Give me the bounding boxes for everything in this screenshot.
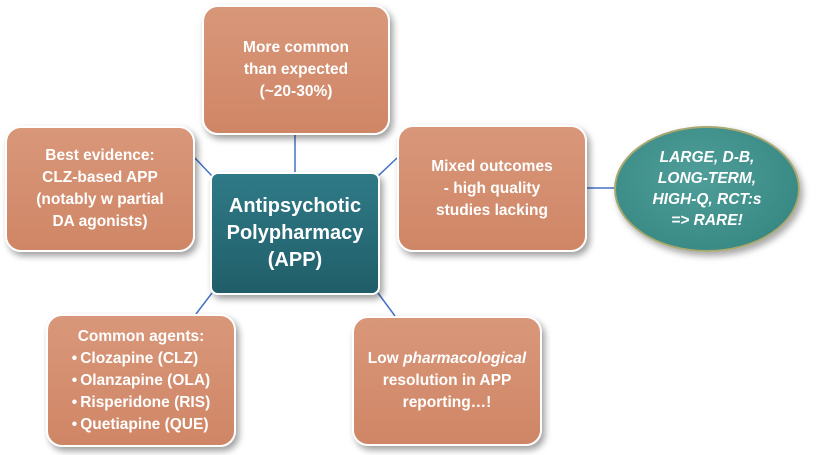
callout-line-2: LONG-TERM, [657,170,757,187]
node-more-common-line-3: (~20-30%) [259,83,333,100]
node-best-evidence: Best evidence: CLZ-based APP (notably w … [5,126,195,252]
agents-list: •Clozapine (CLZ) •Olanzapine (OLA) •Risp… [72,348,210,436]
connector-right [377,157,398,177]
node-center-line-1: Antipsychotic [228,195,362,217]
node-more-common-line-2: than expected [243,61,349,78]
list-item: •Clozapine (CLZ) [71,349,199,367]
bullet-icon: • [71,415,78,433]
list-item: •Risperidone (RIS) [71,393,211,411]
connector-bottom-right [377,292,396,317]
node-low-resolution: Low pharmacological resolution in APP re… [352,316,542,446]
node-common-agents-heading: Common agents: [77,327,205,345]
bullet-icon: • [71,371,78,389]
callout-line-1: LARGE, D-B, [659,149,755,166]
node-low-resolution-line-1: Low pharmacological [367,350,527,367]
connector-bottom-left [195,292,213,315]
node-mixed-outcomes-line-3: studies lacking [436,201,548,219]
connector-left [194,157,213,177]
callout-ellipse: LARGE, D-B, LONG-TERM, HIGH-Q, RCT:s => … [614,126,800,252]
node-more-common: More common than expected (~20-30%) [202,5,390,135]
node-center-app: Antipsychotic Polypharmacy (APP) [210,172,380,295]
emphasis-pharmacological: pharmacological [403,350,527,367]
node-mixed-outcomes-line-2: - high quality [443,179,541,197]
node-mixed-outcomes-line-1: Mixed outcomes [431,157,553,175]
callout-line-4: => RARE! [671,212,743,229]
node-common-agents: Common agents: •Clozapine (CLZ) •Olanzap… [46,314,236,447]
list-item: •Quetiapine (QUE) [71,415,209,433]
bullet-icon: • [71,393,78,411]
bullet-icon: • [71,349,78,367]
node-low-resolution-line-2: resolution in APP [382,372,512,389]
node-center-line-3: (APP) [267,249,323,271]
node-best-evidence-line-1: Best evidence: [45,147,155,164]
node-best-evidence-line-3: (notably w partial [36,191,164,208]
list-item: •Olanzapine (OLA) [71,371,211,389]
node-low-resolution-line-3: reporting…! [402,394,492,411]
node-best-evidence-line-4: DA agonists) [52,213,148,230]
node-mixed-outcomes: Mixed outcomes - high quality studies la… [397,125,587,252]
node-best-evidence-line-2: CLZ-based APP [42,169,158,186]
callout-line-3: HIGH-Q, RCT:s [652,191,762,208]
node-center-line-2: Polypharmacy [226,222,364,244]
node-more-common-line-1: More common [243,39,349,56]
